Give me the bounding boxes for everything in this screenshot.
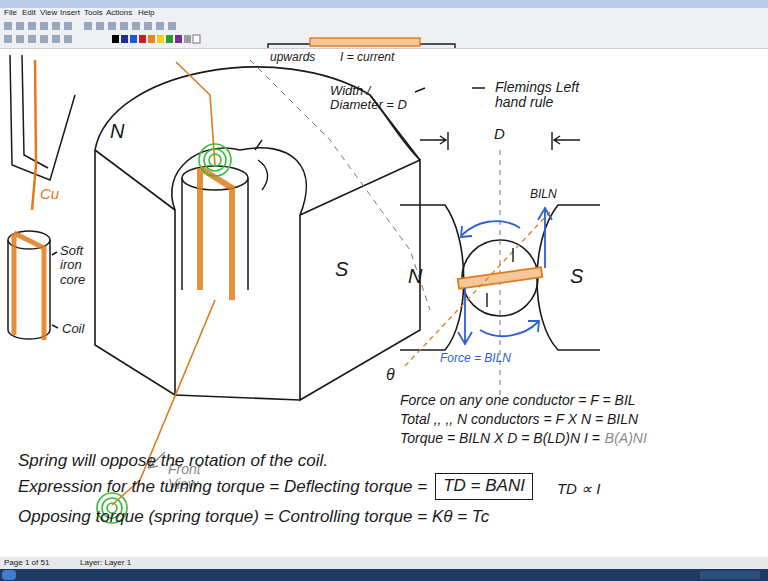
moving-coil-core [182, 166, 248, 290]
pole-pieces [400, 205, 600, 350]
angle-label: θ [386, 366, 395, 384]
menu-item: Actions [106, 9, 132, 18]
moving-coil [200, 168, 232, 300]
status-text: Layer: Layer 1 [80, 559, 131, 568]
pole-label: S [570, 265, 583, 287]
soft-iron-core [8, 231, 58, 339]
coil [14, 233, 44, 340]
toolbar [0, 8, 768, 48]
force-label: BILN [530, 188, 557, 201]
menu-item: Help [138, 9, 154, 18]
coil-section [458, 267, 543, 289]
title-bar [0, 0, 768, 8]
toolbar-icons [4, 22, 176, 43]
partial-sketch [10, 55, 75, 180]
part-label: Soft iron core [60, 244, 106, 287]
formula-text: TD = BANI [443, 477, 525, 496]
coil-top-fragment [268, 38, 455, 48]
part-label: Coil [62, 322, 84, 336]
equation-line: Torque = BILN X D = B(LD)N I = [400, 431, 600, 446]
current-label: I = current [340, 51, 394, 64]
taskbar [0, 569, 768, 581]
status-bar [0, 557, 768, 569]
deflection-line [405, 212, 550, 366]
force-label: Force = BILN [440, 352, 511, 365]
equation-line: Total ,, ,, N conductors = F X N = BILN [400, 412, 638, 427]
menu-item: File [4, 9, 17, 18]
pole-label: N [110, 120, 124, 142]
coil-lead [32, 60, 36, 210]
menu-item: View [40, 9, 57, 18]
permanent-magnet [95, 67, 420, 400]
menu-item: Tools [84, 9, 103, 18]
axis-line [250, 60, 430, 310]
dimension-label: D [494, 126, 505, 143]
equation-term: B(A)NI [605, 431, 647, 446]
equation-line: Opposing torque (spring torque) = Contro… [18, 508, 489, 527]
pole-label: N [408, 265, 422, 287]
force-arrows [458, 208, 552, 344]
formula-box: TD = BANI [435, 473, 533, 500]
menu-item: Insert [60, 9, 80, 18]
direction-label: upwards [270, 51, 315, 64]
pointer [176, 62, 215, 165]
dimension-note: Width / Diameter = D [330, 84, 422, 113]
pole-label: S [335, 258, 348, 280]
proportion-label: TD ∝ I [557, 481, 601, 498]
part-label: Cu [40, 186, 59, 203]
note-line: Spring will oppose the rotation of the c… [18, 452, 328, 471]
menu-item: Edit [22, 9, 36, 18]
rule-note: Flemings Left hand rule [495, 80, 613, 111]
status-text: Page 1 of 51 [4, 559, 49, 568]
equation-line: Force on any one conductor = F = BIL [400, 393, 636, 408]
color-palette [112, 35, 200, 43]
equation-line: Expression for the turning torque = Defl… [18, 478, 427, 497]
